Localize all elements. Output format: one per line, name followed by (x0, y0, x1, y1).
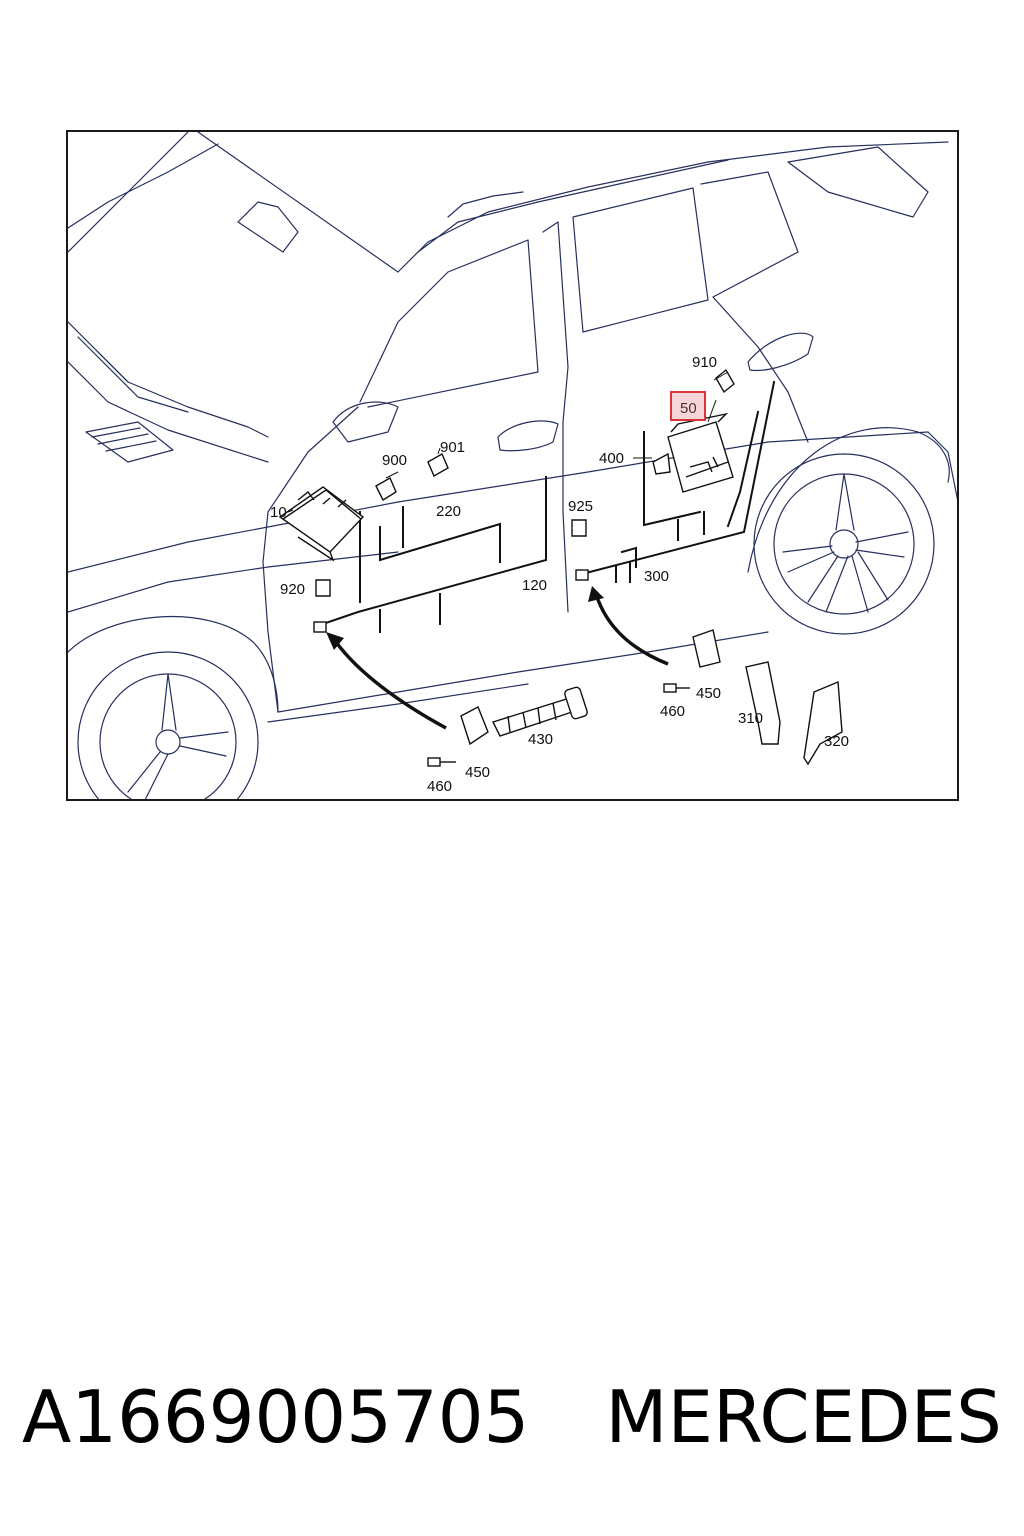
connector-900 (375, 477, 397, 501)
brand-name: MERCEDES (605, 1375, 1002, 1459)
callout-925: 925 (568, 498, 593, 515)
clip-450-right (692, 629, 721, 668)
highlight-box-50 (670, 391, 706, 421)
callout-460-left: 460 (427, 778, 452, 795)
arrow-heads (326, 586, 604, 650)
assembly-arrows (334, 593, 669, 730)
parts-diagram: 10 50 120 220 300 310 320 400 430 450 45… (68, 132, 957, 799)
callout-430: 430 (528, 731, 553, 748)
callout-920: 920 (280, 581, 305, 598)
callout-120: 120 (522, 577, 547, 594)
callout-460-right: 460 (660, 703, 685, 720)
leader-lines (287, 371, 729, 513)
screw-460-right (663, 683, 690, 693)
seal-310 (745, 661, 781, 745)
car-body-outline (68, 132, 957, 799)
screw-460-left (427, 757, 456, 767)
callout-310: 310 (738, 710, 763, 727)
connector-910 (715, 368, 735, 394)
callout-901: 901 (440, 439, 465, 456)
handle-320 (803, 680, 843, 766)
callout-220: 220 (436, 503, 461, 520)
caption: A1669005705 MERCEDES (22, 1372, 1012, 1462)
door-control-module-400 (652, 412, 734, 493)
connector-920 (315, 579, 331, 597)
part-number: A1669005705 (22, 1375, 530, 1459)
door-control-module-10 (278, 486, 365, 562)
callout-10: 10 (270, 504, 287, 521)
connector-925 (571, 519, 587, 537)
callout-910: 910 (692, 354, 717, 371)
parts-diagram-frame: 10 50 120 220 300 310 320 400 430 450 45… (66, 130, 959, 801)
callout-450-right: 450 (696, 685, 721, 702)
clip-450-left (460, 706, 489, 746)
harness-plug-rear (575, 569, 589, 581)
wiring-harness (318, 380, 776, 633)
callout-400: 400 (599, 450, 624, 467)
callout-300: 300 (644, 568, 669, 585)
connector-parts (278, 368, 843, 767)
connector-901 (427, 453, 449, 477)
callout-320: 320 (824, 733, 849, 750)
harness-plug-front (313, 621, 327, 633)
callout-450-left: 450 (465, 764, 490, 781)
callout-50-highlighted: 50 (680, 400, 697, 417)
callout-900: 900 (382, 452, 407, 469)
grommet-430 (492, 686, 588, 737)
